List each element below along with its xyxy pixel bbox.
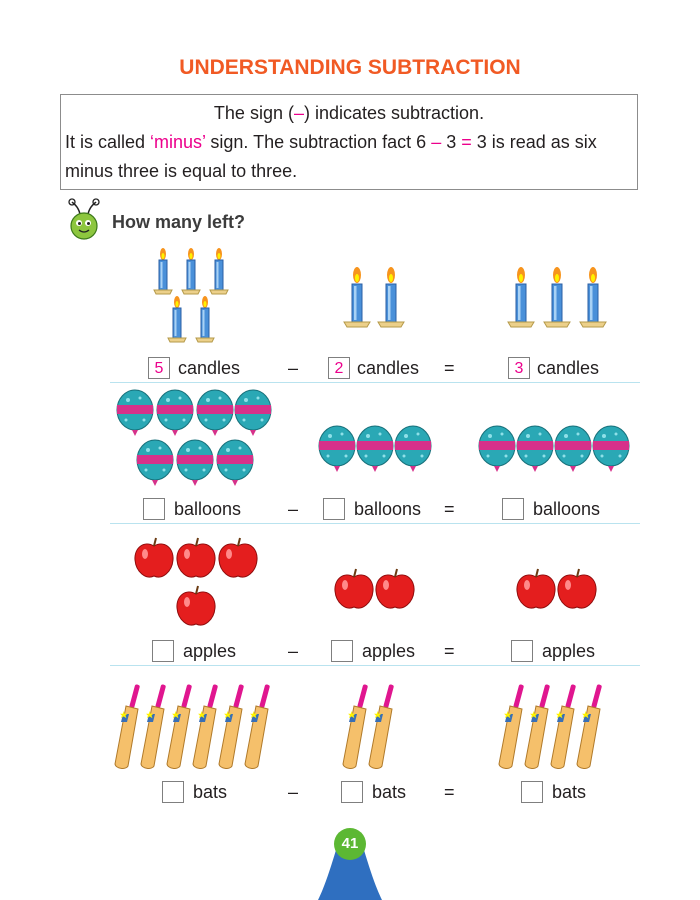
answer-box-bats-total[interactable]: [162, 781, 184, 803]
item-label: balloons: [174, 499, 242, 519]
item-label: bats: [193, 782, 228, 802]
equals-operator: =: [444, 499, 455, 519]
answer-box-candles-total[interactable]: 5: [148, 357, 170, 379]
apples-group-2: [333, 568, 416, 610]
minus-word: ‘minus’: [150, 132, 206, 152]
balloons-group-4: [478, 425, 630, 473]
minus-operator: –: [288, 358, 299, 378]
mountain-decoration-icon: [318, 850, 382, 900]
candles-group-3: [507, 266, 607, 328]
balloons-group-7: [116, 389, 272, 487]
minus-operator: –: [288, 499, 299, 519]
answer-box-apples-total[interactable]: [152, 640, 174, 662]
balloons-group-3: [318, 425, 432, 473]
item-label: apples: [183, 641, 237, 661]
bats-group-6: [114, 684, 271, 769]
answer-box-balloons-total[interactable]: [143, 498, 165, 520]
answer-box-apples-left[interactable]: [511, 640, 533, 662]
apples-group-4: [133, 537, 259, 627]
row-divider: [110, 665, 640, 666]
minus-operator: –: [288, 641, 299, 661]
equals-operator: =: [444, 641, 455, 661]
minus-operator: –: [288, 782, 299, 802]
answer-box-bats-taken[interactable]: [341, 781, 363, 803]
equals-operator: =: [444, 358, 455, 378]
bats-group-4: [498, 684, 603, 769]
bats-group-2: [342, 684, 395, 769]
minus-sign-symbol: –: [293, 103, 304, 123]
candles-group-5: [153, 247, 229, 343]
candles-group-2: [343, 266, 405, 328]
row-divider: [110, 523, 640, 524]
section-heading: How many left?: [112, 212, 246, 232]
item-label: apples: [362, 641, 416, 661]
page-number-badge: 41: [334, 828, 366, 860]
item-label: candles: [537, 358, 600, 378]
item-label: candles: [357, 358, 420, 378]
definition-box: The sign (–) indicates subtraction. It i…: [60, 94, 638, 190]
page-title: UNDERSTANDING SUBTRACTION: [179, 56, 521, 79]
equals-operator: =: [444, 782, 455, 802]
item-label: bats: [552, 782, 587, 802]
item-label: bats: [372, 782, 407, 802]
answer-box-bats-left[interactable]: [521, 781, 543, 803]
answer-box-balloons-left[interactable]: [502, 498, 524, 520]
apples-group-2: [515, 568, 598, 610]
bug-mascot-icon: [68, 198, 100, 240]
item-label: apples: [542, 641, 596, 661]
answer-box-candles-left[interactable]: 3: [508, 357, 530, 379]
item-label: balloons: [354, 499, 422, 519]
answer-box-balloons-taken[interactable]: [323, 498, 345, 520]
answer-box-candles-taken[interactable]: 2: [328, 357, 350, 379]
item-label: balloons: [533, 499, 601, 519]
row-divider: [110, 382, 640, 383]
answer-box-apples-taken[interactable]: [331, 640, 353, 662]
item-label: candles: [178, 358, 241, 378]
